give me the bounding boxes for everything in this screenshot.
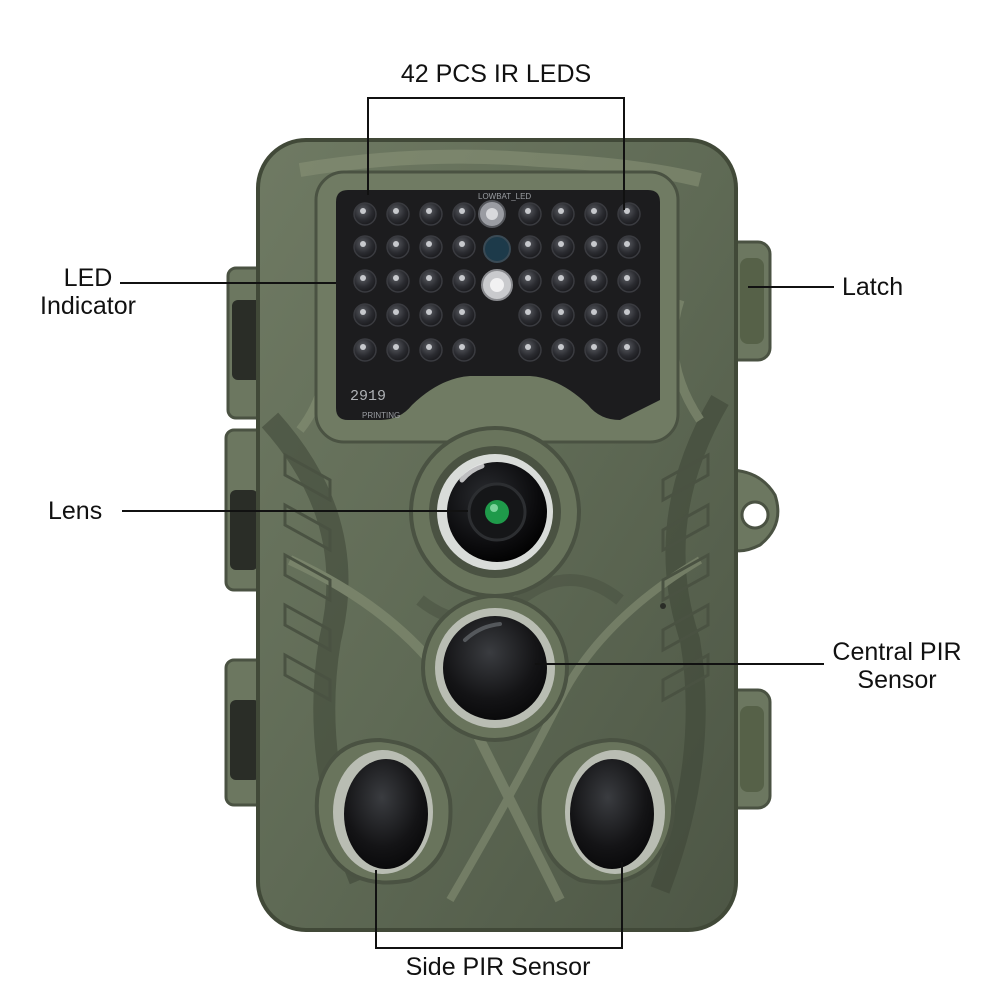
side-pir-label: Side PIR Sensor [405, 953, 591, 981]
ir-led-icon [419, 235, 443, 259]
ir-led-icon [584, 303, 608, 327]
right-grip-ribs [661, 452, 710, 703]
ir-led-icon [617, 202, 641, 226]
ir-led-panel [336, 190, 660, 420]
led-indicator-label: LED Indicator [22, 264, 154, 320]
ir-led-icon [419, 202, 443, 226]
ir-led-icon [551, 338, 575, 362]
ir-led-icon [452, 269, 476, 293]
ir-led-icon [551, 202, 575, 226]
ir-led-icon [518, 202, 542, 226]
ir-led-icon [419, 303, 443, 327]
left-grip-ribs [283, 452, 332, 703]
led-indicator-label-line2: Indicator [40, 292, 136, 320]
display-marking: 2919 [350, 388, 386, 405]
lens [409, 426, 581, 598]
ir-led-icon [452, 235, 476, 259]
ir-led-icon [518, 303, 542, 327]
central-pir-label-line2: Sensor [857, 666, 937, 694]
central-pir-sensor [421, 594, 569, 742]
ir-leds-leader [367, 97, 625, 210]
side-pir-sensor-left [314, 737, 453, 885]
led-indicator-label-line1: LED [63, 264, 113, 292]
ir-led-icon [551, 303, 575, 327]
ir-led-icon [353, 303, 377, 327]
side-pir-sensor-right [537, 737, 676, 885]
ir-led-grid [353, 202, 641, 362]
ir-led-icon [551, 269, 575, 293]
ir-led-icon [584, 338, 608, 362]
ir-led-icon [617, 269, 641, 293]
led-indicator [478, 200, 513, 301]
microphone-hole [660, 603, 666, 609]
ir-led-icon [386, 303, 410, 327]
ir-led-icon [353, 269, 377, 293]
ir-led-icon [518, 235, 542, 259]
leader-lines [120, 97, 834, 949]
ir-led-icon [452, 202, 476, 226]
ir-led-icon [353, 202, 377, 226]
side-pir-leader [375, 862, 623, 949]
lens-label: Lens [48, 497, 103, 525]
ir-led-icon [452, 338, 476, 362]
ir-led-icon [551, 235, 575, 259]
ir-led-icon [419, 338, 443, 362]
ir-leds-label: 42 PCS IR LEDS [400, 60, 592, 88]
ir-led-icon [617, 303, 641, 327]
ir-led-icon [518, 269, 542, 293]
printing-marking: PRINTING [362, 411, 400, 420]
ir-led-icon [584, 269, 608, 293]
ir-led-icon [386, 269, 410, 293]
latch-label: Latch [842, 273, 904, 301]
ir-led-icon [353, 235, 377, 259]
central-pir-label: Central PIR Sensor [822, 638, 972, 694]
ir-led-icon [386, 202, 410, 226]
ir-led-icon [353, 338, 377, 362]
ir-led-icon [518, 338, 542, 362]
central-pir-label-line1: Central PIR [832, 638, 962, 666]
ir-led-icon [617, 338, 641, 362]
ir-led-icon [419, 269, 443, 293]
lowbat-marking: LOWBAT_LED [478, 192, 531, 201]
ir-led-icon [617, 235, 641, 259]
ir-led-icon [452, 303, 476, 327]
ir-led-icon [584, 202, 608, 226]
ir-led-icon [386, 338, 410, 362]
ir-led-icon [386, 235, 410, 259]
strap-loop [726, 468, 780, 553]
ir-led-icon [584, 235, 608, 259]
